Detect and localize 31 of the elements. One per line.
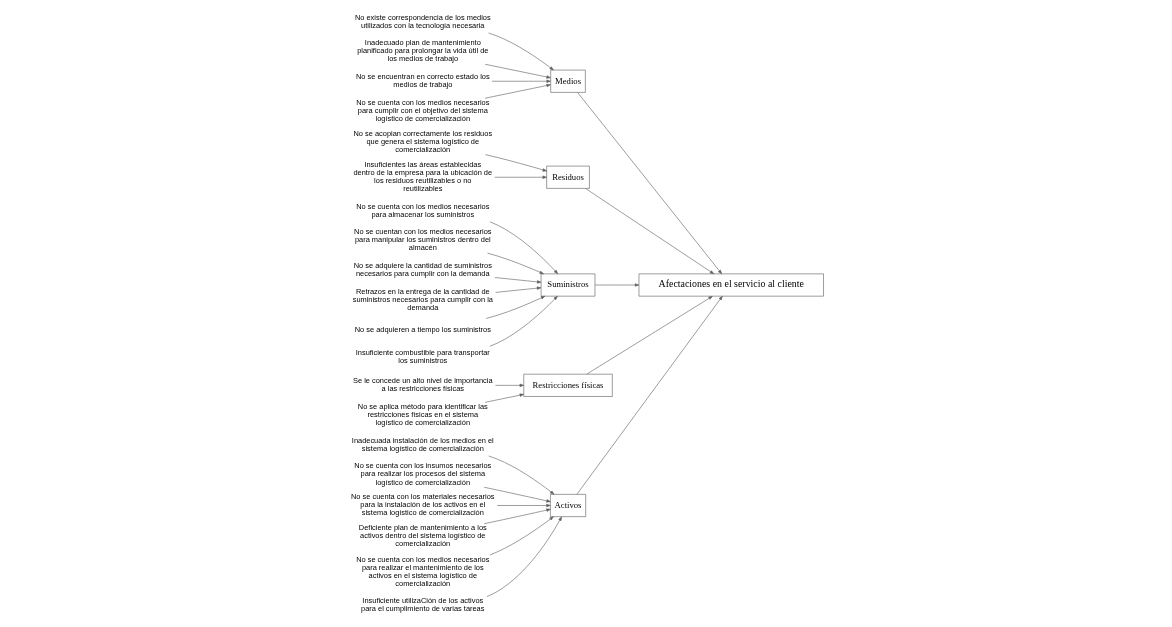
node-box: Suministros [540,273,596,297]
arrow [489,516,554,556]
arrow [488,455,555,495]
arrow [495,383,524,387]
arrow [487,252,544,275]
arrow [494,175,547,179]
arrow [484,83,551,99]
arrow [489,295,558,347]
node-box: Medios [550,69,586,93]
arrow [497,503,551,508]
arrow [577,92,722,275]
node-box: Afectaciones en el servicio al cliente [638,273,824,297]
node-box: Restricciones físicas [523,373,613,397]
arrow [491,79,551,83]
arrow [484,393,524,403]
arrow [484,63,551,79]
arrow [485,154,547,172]
arrow [486,516,562,597]
arrow [488,32,554,71]
arrow [495,286,542,293]
arrow [483,486,551,503]
arrow [586,296,713,375]
arrow [594,283,640,287]
arrow [576,295,723,495]
arrow [483,508,551,525]
node-box: Activos [550,494,586,517]
arrow [489,221,558,275]
arrow [585,188,715,275]
arrow [485,295,546,319]
node-box: Residuos [546,165,590,189]
arrow [494,277,542,284]
